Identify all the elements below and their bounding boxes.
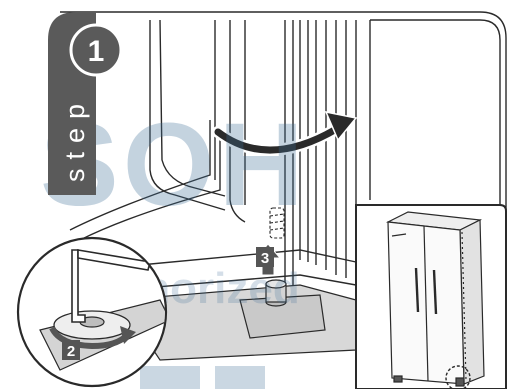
refrigerator-icon — [388, 212, 484, 386]
step-number: 1 — [88, 35, 105, 68]
magnifier-inset: 2 — [18, 238, 170, 386]
callout-2-number: 2 — [67, 343, 75, 360]
step-label: step — [60, 95, 90, 182]
refrigerator-inset — [356, 205, 506, 389]
